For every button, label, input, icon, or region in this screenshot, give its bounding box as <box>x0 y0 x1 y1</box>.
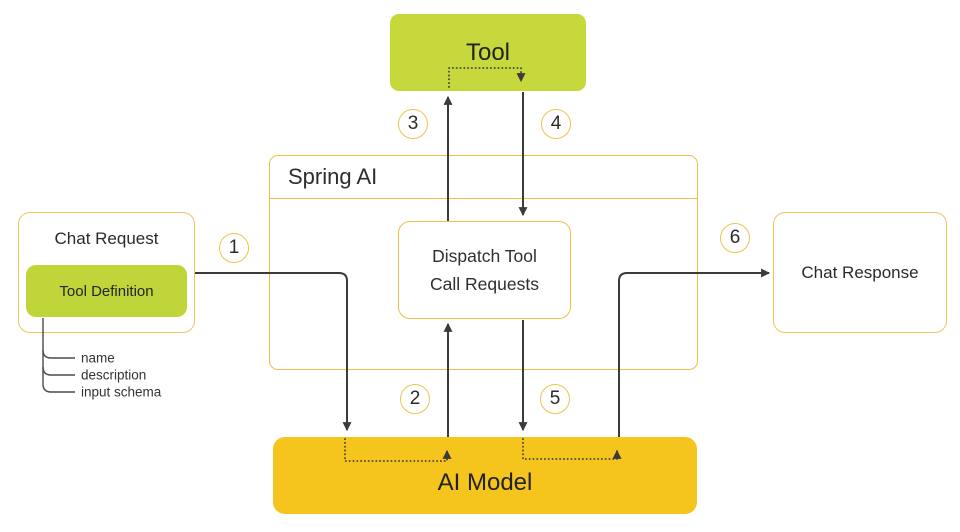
dispatch-label-line2: Call Requests <box>430 274 539 294</box>
step-badge-4: 4 <box>541 109 571 139</box>
step-badge-2: 2 <box>400 384 430 414</box>
dispatch-tool-calls-node: Dispatch Tool Call Requests <box>398 221 571 319</box>
tool-definition-property-name: name <box>81 350 115 366</box>
step-badge-1: 1 <box>219 233 249 263</box>
tool-definition-property-description: description <box>81 367 147 383</box>
chat-response-node: Chat Response <box>773 212 947 333</box>
branch-line-description <box>42 366 75 376</box>
spring-ai-header: Spring AI <box>270 156 697 199</box>
chat-request-label: Chat Request <box>54 229 159 248</box>
ai-model-label: AI Model <box>437 468 533 496</box>
step-badge-6-number: 6 <box>729 227 741 248</box>
step-badge-2-number: 2 <box>409 388 421 409</box>
tool-definition-node: Tool Definition <box>26 265 187 317</box>
tool-node-label: Tool <box>465 38 511 66</box>
chat-response-label: Chat Response <box>801 262 919 282</box>
chat-request-node: Chat Request Tool Definition <box>18 212 195 333</box>
dispatch-label-line1: Dispatch Tool <box>432 246 537 266</box>
step-badge-4-number: 4 <box>550 113 562 134</box>
tool-node: Tool <box>390 14 586 91</box>
step-badge-1-number: 1 <box>228 237 240 258</box>
spring-ai-label: Spring AI <box>288 164 378 189</box>
step-badge-5-number: 5 <box>549 388 561 409</box>
tool-definition-label: Tool Definition <box>59 282 154 300</box>
tool-definition-property-input-schema: input schema <box>81 384 162 400</box>
step-badge-3-number: 3 <box>407 113 419 134</box>
step-badge-6: 6 <box>720 223 750 253</box>
branch-line-name <box>42 349 75 359</box>
ai-model-node: AI Model <box>273 437 697 514</box>
step-badge-3: 3 <box>398 109 428 139</box>
step-badge-5: 5 <box>540 384 570 414</box>
